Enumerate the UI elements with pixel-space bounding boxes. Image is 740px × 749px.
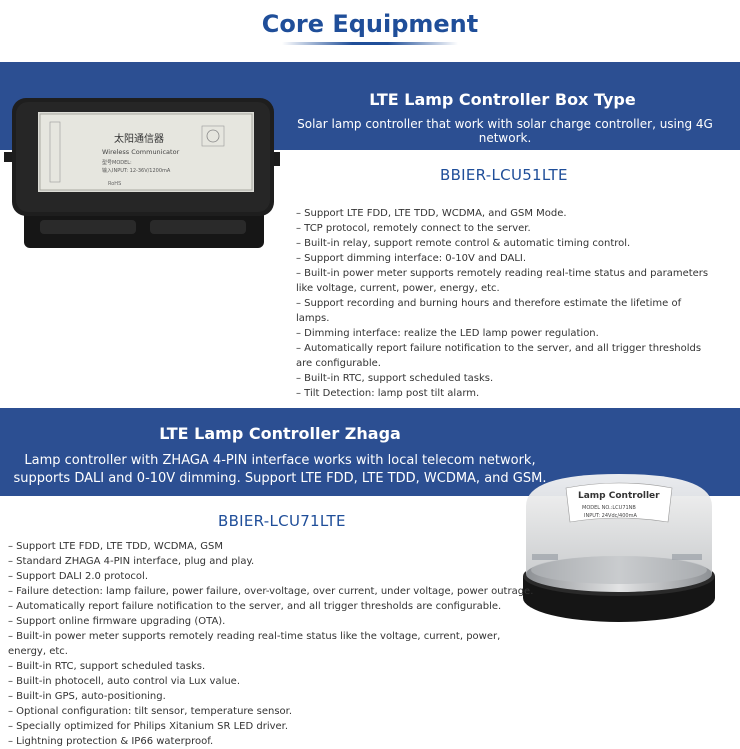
feature-item: – Dimming interface: realize the LED lam… xyxy=(296,328,599,339)
section-2-feature-list: – Support LTE FDD, LTE TDD, WCDMA, GSM –… xyxy=(8,539,538,749)
zhaga-label-input: INPUT: 24Vdc/400mA xyxy=(584,513,637,519)
feature-item: – Lightning protection & IP66 waterproof… xyxy=(8,736,214,747)
feature-item: – Tilt Detection: lamp post tilt alarm. xyxy=(296,388,480,399)
feature-item: – Support recording and burning hours an… xyxy=(296,298,682,324)
box-label-rohs: RoHS xyxy=(108,181,121,187)
box-label-input: 输入INPUT: 12-36V/1200mA xyxy=(102,167,171,174)
feature-item: – Failure detection: lamp failure, power… xyxy=(8,586,534,597)
section-2-title: LTE Lamp Controller Zhaga xyxy=(159,424,401,443)
feature-item: – Specially optimized for Philips Xitani… xyxy=(8,721,289,732)
box-label-name: Wireless Communicator xyxy=(102,148,180,156)
section-2-model-number: BBIER-LCU71LTE xyxy=(218,512,346,530)
section-1-model-number: BBIER-LCU51LTE xyxy=(440,166,568,184)
feature-item: – Support DALI 2.0 protocol. xyxy=(8,571,149,582)
feature-item: – Standard ZHAGA 4-PIN interface, plug a… xyxy=(8,556,255,567)
feature-item: – Support LTE FDD, LTE TDD, WCDMA, GSM xyxy=(8,541,223,552)
feature-item: – Built-in GPS, auto-positioning. xyxy=(8,691,166,702)
section-1-feature-list: – Support LTE FDD, LTE TDD, WCDMA, and G… xyxy=(296,206,716,401)
lte-zhaga-controller-image: Lamp Controller MODEL NO.:LCU71NB INPUT:… xyxy=(523,474,715,622)
zhaga-label-model: MODEL NO.:LCU71NB xyxy=(582,505,636,511)
feature-item: – Built-in RTC, support scheduled tasks. xyxy=(296,373,494,384)
section-2-description: Lamp controller with ZHAGA 4-PIN interfa… xyxy=(13,453,547,486)
feature-item: – TCP protocol, remotely connect to the … xyxy=(296,223,531,234)
feature-item: – Built-in power meter supports remotely… xyxy=(296,268,709,294)
zhaga-label-name: Lamp Controller xyxy=(578,491,660,501)
feature-item: – Built-in RTC, support scheduled tasks. xyxy=(8,661,206,672)
lte-box-controller-image: 太阳通信器 Wireless Communicator 型号MODEL: 输入I… xyxy=(4,98,280,248)
title-underline xyxy=(282,42,458,45)
page-title: Core Equipment xyxy=(261,10,479,38)
box-label-model: 型号MODEL: xyxy=(102,159,132,166)
feature-item: – Automatically report failure notificat… xyxy=(8,601,502,612)
box-label-brand: 太阳通信器 xyxy=(114,132,164,145)
section-1-description: Solar lamp controller that work with sol… xyxy=(297,117,713,145)
feature-item: – Built-in relay, support remote control… xyxy=(296,238,631,249)
feature-item: – Built-in power meter supports remotely… xyxy=(8,631,501,657)
feature-item: – Built-in photocell, auto control via L… xyxy=(8,676,241,687)
section-1-title: LTE Lamp Controller Box Type xyxy=(369,90,636,109)
feature-item: – Support LTE FDD, LTE TDD, WCDMA, and G… xyxy=(296,208,567,219)
feature-item: – Optional configuration: tilt sensor, t… xyxy=(8,706,293,717)
feature-item: – Support dimming interface: 0-10V and D… xyxy=(296,253,527,264)
feature-item: – Automatically report failure notificat… xyxy=(296,343,702,369)
feature-item: – Support online firmware upgrading (OTA… xyxy=(8,616,226,627)
